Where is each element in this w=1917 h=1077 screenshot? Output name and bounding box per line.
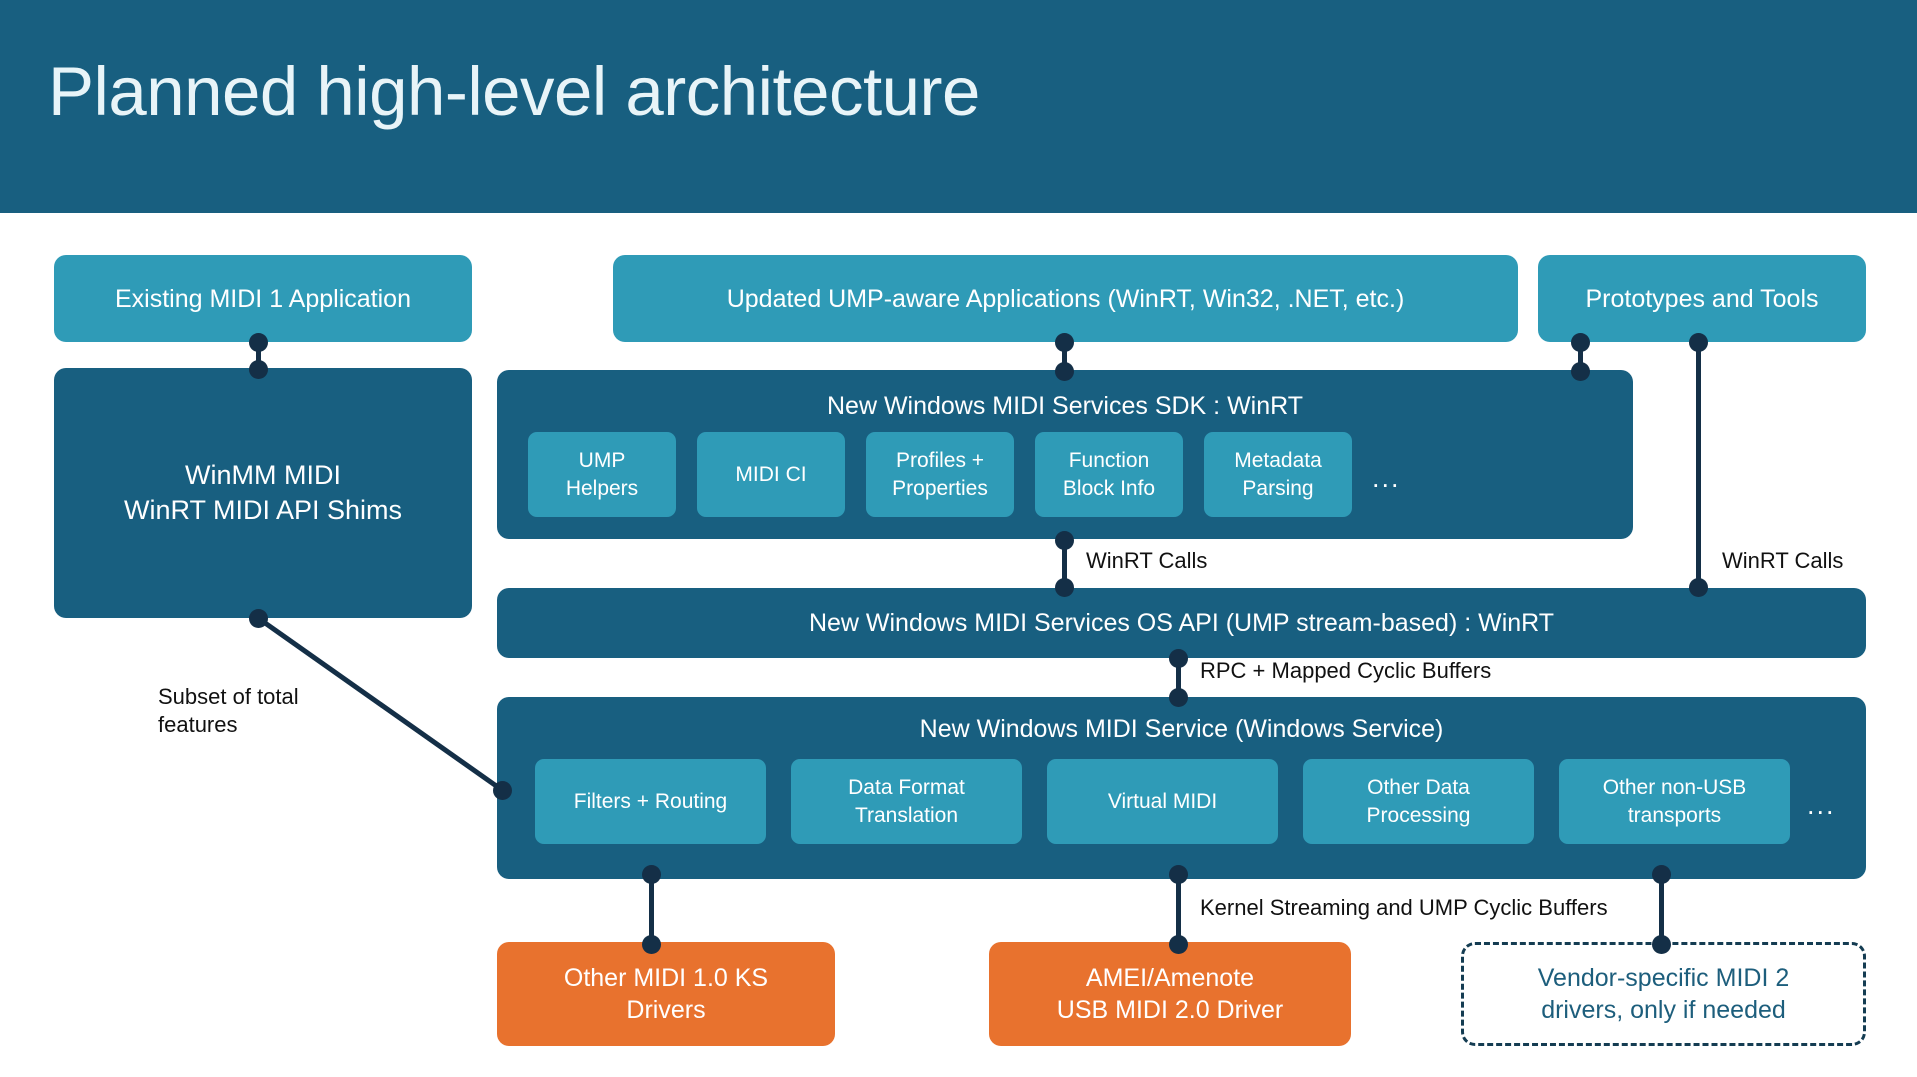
node-label-line2: WinRT MIDI API Shims — [123, 495, 403, 525]
node-label-line1: AMEI/Amenote — [1085, 964, 1255, 992]
edge-label-rpc-mapped-cyclic-buffers: RPC + Mapped Cyclic Buffers — [1200, 658, 1492, 683]
edge-label-line1: Subset of total — [158, 684, 299, 709]
service-more-ellipsis: ... — [1807, 790, 1836, 820]
component-label-line2: Processing — [1366, 803, 1471, 827]
node-prototypes-and-tools[interactable]: Prototypes and Tools — [1538, 255, 1866, 342]
node-updated-ump-aware-applications[interactable]: Updated UMP-aware Applications (WinRT, W… — [613, 255, 1518, 342]
connector-dot-prototypes-bottom-left — [1571, 333, 1590, 352]
node-label: Updated UMP-aware Applications (WinRT, W… — [726, 284, 1405, 313]
node-label-line1: Vendor-specific MIDI 2 — [1537, 964, 1790, 992]
component-label-line1: Filters + Routing — [573, 789, 728, 813]
connector-line-app1-to-winmm — [256, 340, 261, 372]
connector-line-umpapps-to-sdk — [1062, 340, 1067, 374]
connector-dot-prototypes-bottom-right — [1689, 333, 1708, 352]
connector-line-service-to-amei — [1176, 872, 1181, 950]
connector-dot-service-bottom-center — [1169, 865, 1188, 884]
connector-dot-umpapps-bottom — [1055, 333, 1074, 352]
edge-label-subset-of-total-features: Subset of total features — [158, 683, 299, 739]
service-component-data-format-translation[interactable]: Data Format Translation — [791, 759, 1022, 844]
node-label-line1: Other MIDI 1.0 KS — [563, 964, 769, 992]
connector-dot-osapi-top — [1055, 578, 1074, 597]
header-band — [0, 0, 1917, 213]
service-component-other-non-usb-transports[interactable]: Other non-USB transports — [1559, 759, 1790, 844]
edge-label-line2: features — [158, 712, 238, 738]
node-label: Existing MIDI 1 Application — [115, 284, 411, 313]
page-title: Planned high-level architecture — [48, 53, 980, 130]
connector-dot-sdk-top-right — [1571, 362, 1590, 381]
edge-label-winrt-calls-center: WinRT Calls — [1086, 548, 1208, 573]
edge-label-kernel-streaming: Kernel Streaming and UMP Cyclic Buffers — [1200, 895, 1608, 920]
component-label-line1: Other Data — [1367, 776, 1470, 800]
node-amei-amenote-usb-midi2-driver[interactable]: AMEI/Amenote USB MIDI 2.0 Driver — [989, 942, 1351, 1046]
node-midi-services-os-api[interactable]: New Windows MIDI Services OS API (UMP st… — [497, 588, 1866, 658]
connector-dot-app1-bottom — [249, 333, 268, 352]
component-label-line1: Metadata — [1234, 449, 1322, 473]
connector-dot-service-left — [493, 781, 512, 800]
service-component-other-data-processing[interactable]: Other Data Processing — [1303, 759, 1534, 844]
container-title: New Windows MIDI Services SDK : WinRT — [826, 392, 1303, 420]
sdk-component-ump-helpers[interactable]: UMP Helpers — [528, 432, 676, 517]
container-midi-service[interactable]: New Windows MIDI Service (Windows Servic… — [497, 697, 1866, 879]
connector-dot-winmm-bottom — [249, 609, 268, 628]
edge-label-winrt-calls-right: WinRT Calls — [1722, 548, 1844, 573]
node-winmm-winrt-shims[interactable]: WinMM MIDI WinRT MIDI API Shims — [54, 368, 472, 618]
component-label-line2: Helpers — [565, 476, 639, 500]
sdk-component-metadata-parsing[interactable]: Metadata Parsing — [1204, 432, 1352, 517]
connector-line-prototypes-to-sdk — [1578, 340, 1583, 374]
component-label-line1: MIDI CI — [735, 462, 807, 486]
node-label: Prototypes and Tools — [1585, 284, 1819, 313]
connector-dot-ksdrivers-top — [642, 935, 661, 954]
component-label-line1: Data Format — [848, 776, 965, 800]
connector-line-service-to-ksdrivers — [649, 872, 654, 950]
component-label-line1: Virtual MIDI — [1107, 789, 1218, 813]
connector-dot-osapi-top-right — [1689, 578, 1708, 597]
connector-dot-amei-top — [1169, 935, 1188, 954]
sdk-component-midi-ci[interactable]: MIDI CI — [697, 432, 845, 517]
connector-dot-service-bottom-right — [1652, 865, 1671, 884]
connector-line-osapi-to-service — [1176, 656, 1181, 704]
connector-line-prototypes-to-osapi — [1696, 340, 1701, 590]
component-label-line2: Translation — [854, 803, 959, 827]
component-label-line1: Other non-USB — [1602, 776, 1747, 800]
connector-line-sdk-to-osapi — [1062, 538, 1067, 590]
node-label-line2: drivers, only if needed — [1541, 996, 1786, 1024]
component-label-line1: UMP — [578, 449, 626, 473]
node-label-line2: Drivers — [626, 996, 706, 1024]
node-label-line1: WinMM MIDI — [185, 460, 341, 491]
connector-dot-osapi-bottom — [1169, 649, 1188, 668]
connector-line-service-to-vendor — [1659, 872, 1664, 950]
component-label-line2: Block Info — [1062, 476, 1156, 500]
connector-dot-service-top — [1169, 688, 1188, 707]
node-label: New Windows MIDI Services OS API (UMP st… — [808, 609, 1555, 637]
container-title: New Windows MIDI Service (Windows Servic… — [919, 715, 1444, 743]
service-component-virtual-midi[interactable]: Virtual MIDI — [1047, 759, 1278, 844]
connector-dot-winmm-top — [249, 360, 268, 379]
node-other-midi10-ks-drivers[interactable]: Other MIDI 1.0 KS Drivers — [497, 942, 835, 1046]
connector-dot-sdk-top — [1055, 362, 1074, 381]
connector-dot-service-bottom-left — [642, 865, 661, 884]
container-midi-services-sdk[interactable]: New Windows MIDI Services SDK : WinRT UM… — [497, 370, 1633, 539]
sdk-more-ellipsis: ... — [1372, 463, 1401, 493]
service-component-filters-routing[interactable]: Filters + Routing — [535, 759, 766, 844]
component-label-line2: Parsing — [1242, 476, 1314, 500]
component-label-line2: Properties — [892, 476, 988, 500]
sdk-component-function-block-info[interactable]: Function Block Info — [1035, 432, 1183, 517]
component-label-line1: Function — [1068, 449, 1150, 473]
node-vendor-specific-midi2-drivers[interactable]: Vendor-specific MIDI 2 drivers, only if … — [1461, 942, 1866, 1046]
connector-dot-vendor-top — [1652, 935, 1671, 954]
node-label-line2: USB MIDI 2.0 Driver — [1056, 996, 1284, 1024]
component-label-line1: Profiles + — [895, 449, 985, 473]
component-label-line2: transports — [1627, 803, 1722, 827]
sdk-component-profiles-properties[interactable]: Profiles + Properties — [866, 432, 1014, 517]
connector-dot-sdk-bottom — [1055, 531, 1074, 550]
node-existing-midi1-application[interactable]: Existing MIDI 1 Application — [54, 255, 472, 342]
